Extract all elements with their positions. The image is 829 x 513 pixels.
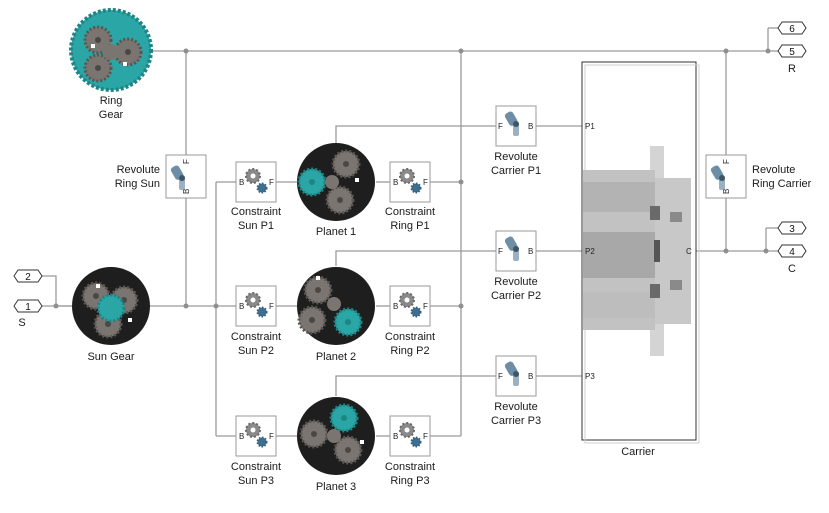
constraint-sun-p2-label-2: Sun P2 [238, 345, 274, 357]
constraint-ring-p3-label-2: Ring P3 [390, 475, 429, 487]
carrier-shaft-icon [583, 146, 691, 356]
constraint-ring-p2-block[interactable]: B F Constraint Ring P2 [385, 285, 435, 357]
constraint-ring-p1-label-2: Ring P1 [390, 220, 429, 232]
port-c-label: C [788, 263, 796, 275]
port-out-5[interactable]: 5 [777, 44, 807, 58]
constraint-sun-p3-label-2: Sun P3 [238, 475, 274, 487]
constraint-ring-p1-label-1: Constraint [385, 206, 435, 218]
revolute-carrier-p3-label-2: Carrier P3 [491, 415, 541, 427]
planet-2-block[interactable]: Planet 2 [297, 267, 375, 363]
revolute-ring-sun-label-1: Revolute [117, 164, 160, 176]
port-f: F [269, 432, 274, 441]
port-in-2-num: 2 [25, 272, 31, 283]
revolute-ring-carrier-label-2: Ring Carrier [752, 178, 812, 190]
revolute-ring-sun-block[interactable]: B F Revolute Ring Sun [115, 154, 207, 199]
revolute-carrier-p3-block[interactable]: F B Revolute Carrier P3 [491, 355, 541, 427]
port-b: B [393, 302, 398, 311]
carrier-label: Carrier [621, 446, 655, 458]
port-b: B [182, 189, 191, 194]
constraint-sun-p2-block[interactable]: B F Constraint Sun P2 [231, 285, 281, 357]
ring-gear-block[interactable]: Ring Gear [69, 8, 153, 121]
revolute-carrier-p2-block[interactable]: F B Revolute Carrier P2 [491, 230, 541, 302]
planet-3-block[interactable]: Planet 3 [297, 397, 375, 493]
port-b: B [528, 122, 533, 131]
port-f: F [182, 159, 191, 164]
ring-gear-label-2: Gear [99, 109, 124, 121]
port-b: B [393, 432, 398, 441]
revolute-carrier-p1-label-1: Revolute [494, 151, 537, 163]
constraint-sun-p2-label-1: Constraint [231, 331, 281, 343]
port-f: F [423, 302, 428, 311]
revolute-carrier-p3-label-1: Revolute [494, 401, 537, 413]
port-out-4[interactable]: 4 [777, 244, 807, 258]
carrier-port-p3: P3 [585, 372, 595, 381]
ring-gear-label-1: Ring [100, 95, 123, 107]
port-r-label: R [788, 63, 796, 75]
port-f: F [423, 178, 428, 187]
port-out-6-num: 6 [789, 24, 795, 35]
constraint-sun-p1-label-1: Constraint [231, 206, 281, 218]
port-f: F [269, 302, 274, 311]
constraint-ring-p2-label-2: Ring P2 [390, 345, 429, 357]
port-b: B [239, 302, 244, 311]
constraint-sun-p3-label-1: Constraint [231, 461, 281, 473]
port-b: B [239, 432, 244, 441]
constraint-ring-p3-label-1: Constraint [385, 461, 435, 473]
constraint-ring-p3-block[interactable]: B F Constraint Ring P3 [385, 415, 435, 487]
revolute-carrier-p2-label-1: Revolute [494, 276, 537, 288]
port-out-6[interactable]: 6 [777, 21, 807, 35]
constraint-sun-p1-label-2: Sun P1 [238, 220, 274, 232]
port-f: F [269, 178, 274, 187]
junction-nodes [53, 48, 771, 309]
constraint-sun-p1-block[interactable]: B F Constraint Sun P1 [231, 161, 281, 232]
carrier-port-c: C [686, 247, 692, 256]
revolute-ring-carrier-label-1: Revolute [752, 164, 795, 176]
port-b: B [528, 372, 533, 381]
port-f: F [498, 122, 503, 131]
port-b: B [528, 247, 533, 256]
port-in-1-num: 1 [25, 302, 31, 313]
carrier-block[interactable]: P1 P2 P3 C Carrier [581, 61, 700, 458]
planet-3-label: Planet 3 [316, 481, 356, 493]
port-out-3[interactable]: 3 [777, 221, 807, 235]
port-out-3-num: 3 [789, 224, 795, 235]
sun-gear-label: Sun Gear [87, 351, 134, 363]
port-out-4-num: 4 [789, 247, 795, 258]
port-in-1[interactable]: 1 [13, 299, 43, 313]
revolute-ring-carrier-block[interactable]: B F Revolute Ring Carrier [705, 154, 812, 199]
revolute-carrier-p1-block[interactable]: F B Revolute Carrier P1 [491, 105, 541, 177]
port-s-label: S [18, 317, 25, 329]
carrier-port-p2: P2 [585, 247, 595, 256]
carrier-port-p1: P1 [585, 122, 595, 131]
connection-lines [42, 27, 778, 437]
revolute-ring-sun-label-2: Ring Sun [115, 178, 160, 190]
port-b: B [239, 178, 244, 187]
constraint-ring-p1-block[interactable]: B F Constraint Ring P1 [385, 161, 435, 232]
port-out-5-num: 5 [789, 47, 795, 58]
port-f: F [423, 432, 428, 441]
port-in-2[interactable]: 2 [13, 269, 43, 283]
planet-2-label: Planet 2 [316, 351, 356, 363]
port-b: B [393, 178, 398, 187]
port-b: B [722, 189, 731, 194]
constraint-ring-p2-label-1: Constraint [385, 331, 435, 343]
revolute-carrier-p2-label-2: Carrier P2 [491, 290, 541, 302]
constraint-sun-p3-block[interactable]: B F Constraint Sun P3 [231, 415, 281, 487]
revolute-carrier-p1-label-2: Carrier P1 [491, 165, 541, 177]
port-f: F [498, 372, 503, 381]
sun-gear-block[interactable]: Sun Gear [72, 267, 150, 363]
planet-1-label: Planet 1 [316, 226, 356, 238]
planet-1-block[interactable]: Planet 1 [297, 143, 375, 238]
port-f: F [722, 159, 731, 164]
port-f: F [498, 247, 503, 256]
